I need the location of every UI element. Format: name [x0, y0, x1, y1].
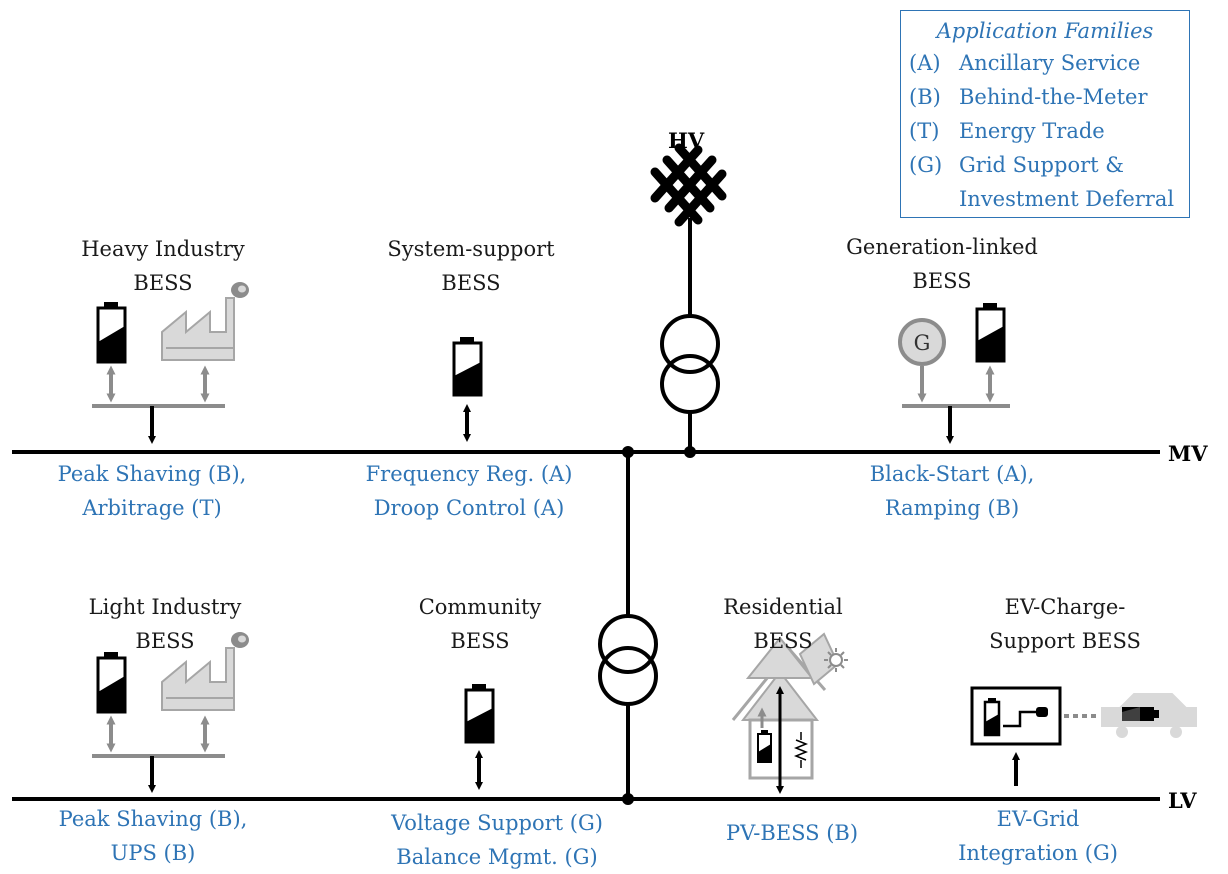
application-families-legend: Application Families (A)Ancillary Servic…: [900, 10, 1190, 218]
mv-junction-dot: [622, 446, 634, 458]
generator-icon: G: [898, 318, 946, 366]
legend-item-continuation: Investment Deferral: [959, 187, 1175, 211]
hv-mv-transformer-icon: [660, 314, 720, 414]
legend-item: (B)Behind-the-Meter: [909, 85, 1148, 109]
legend-item: (T)Energy Trade: [909, 119, 1105, 143]
legend-item: (A)Ancillary Service: [909, 51, 1141, 75]
hv-label: HV: [668, 128, 705, 153]
mv-label: MV: [1168, 441, 1208, 466]
lv-junction-dot: [622, 793, 634, 805]
heavy-industry-applications: Peak Shaving (B),Arbitrage (T): [57, 462, 247, 520]
legend-item: (G)Grid Support &: [909, 153, 1124, 177]
system-support-battery-icon: [452, 337, 483, 397]
community-battery-icon: [464, 684, 495, 744]
community-applications: Voltage Support (G)Balance Mgmt. (G): [391, 811, 603, 869]
hv-grid-icon: [650, 143, 727, 227]
residential-applications: PV-BESS (B): [725, 821, 859, 845]
generation-linked-battery-icon: [975, 303, 1006, 363]
electric-car-icon: [1101, 693, 1197, 738]
mv-lv-transformer-icon: [598, 614, 658, 706]
sun-icon: [824, 648, 848, 672]
legend-title: Application Families: [936, 19, 1154, 43]
ev-charger-icon: [970, 686, 1062, 746]
light-industry-battery-icon: [96, 652, 127, 714]
generation-linked-applications: Black-Start (A),Ramping (B): [869, 462, 1035, 520]
heavy-industry-battery-icon: [96, 302, 127, 364]
hv-junction-dot: [684, 446, 696, 458]
svg-text:G: G: [914, 331, 931, 355]
ev-charge-title: EV-Charge-Support BESS: [989, 595, 1141, 653]
light-industry-applications: Peak Shaving (B),UPS (B): [58, 807, 248, 865]
system-support-applications: Frequency Reg. (A)Droop Control (A): [365, 462, 573, 520]
lv-label: LV: [1168, 788, 1197, 813]
